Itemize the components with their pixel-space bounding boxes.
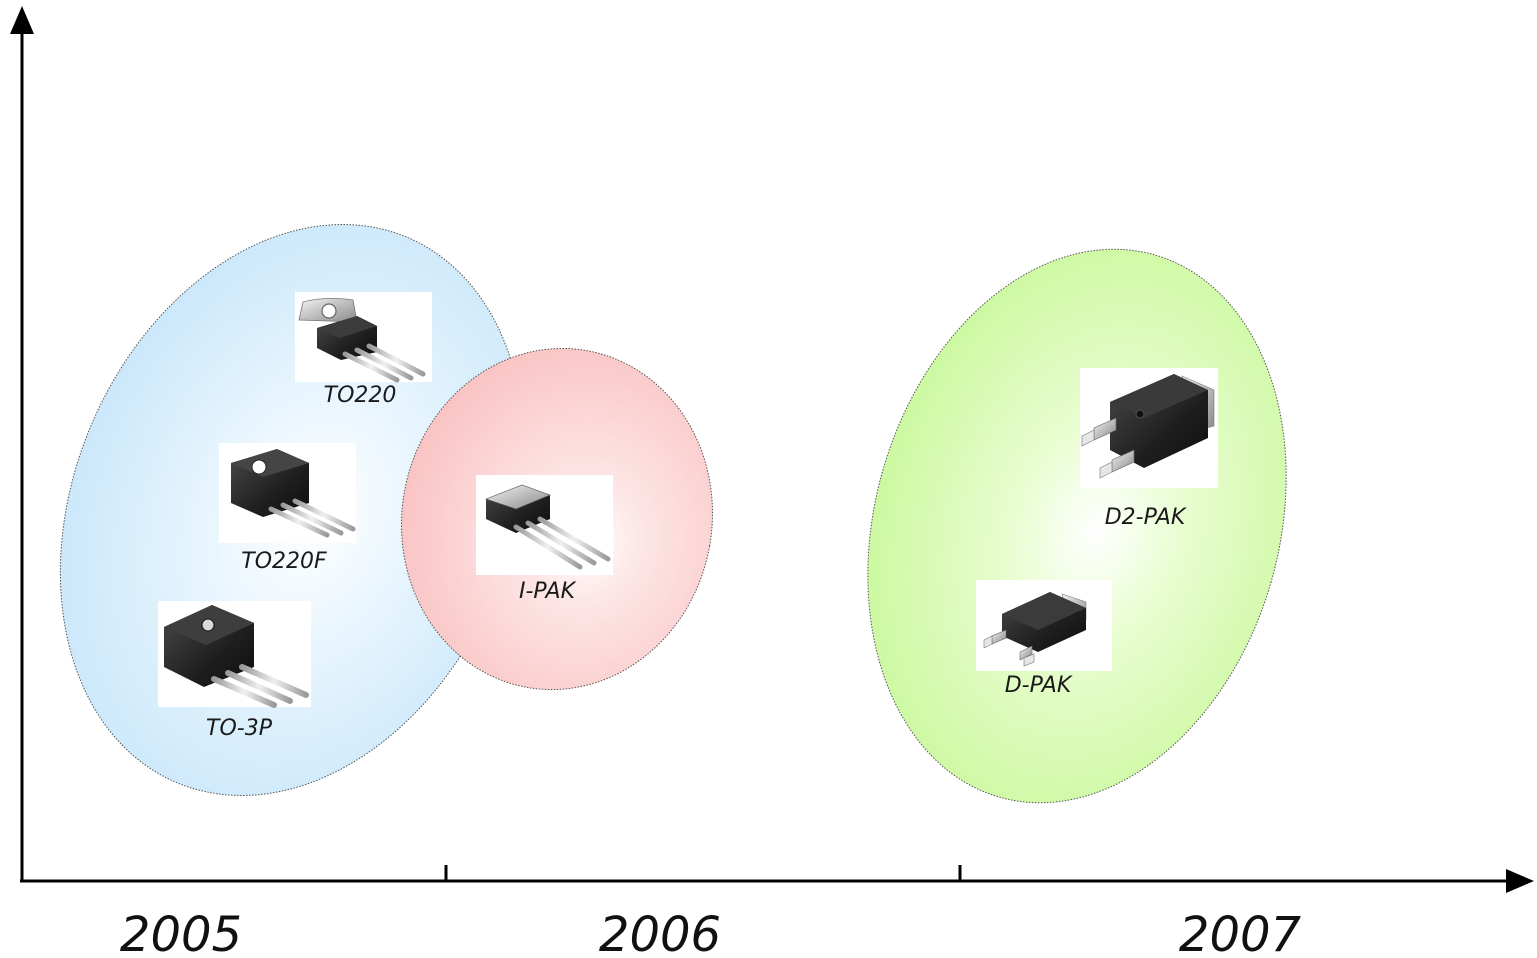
package-label-ipak: I-PAK: [519, 579, 577, 604]
package-label-to3p: TO-3P: [206, 716, 273, 741]
to220f-package-icon: [219, 443, 356, 543]
group-2007-ellipse: [867, 248, 1287, 804]
package-label-d2pak: D2-PAK: [1105, 505, 1187, 530]
to220-package-icon: [295, 292, 432, 383]
y-axis-arrowhead: [10, 6, 34, 34]
package-label-to220f: TO220F: [241, 549, 327, 574]
package-label-to220: TO220: [324, 383, 397, 408]
to3p-package-icon: [158, 601, 311, 708]
d2pak-package-icon: [1080, 368, 1218, 488]
year-label-2005: 2005: [120, 907, 242, 958]
package-label-dpak: D-PAK: [1005, 673, 1073, 698]
ipak-package-icon: [476, 475, 613, 575]
dpak-package-icon: [976, 580, 1112, 671]
x-axis-arrowhead: [1506, 869, 1534, 893]
year-label-2007: 2007: [1179, 907, 1302, 958]
year-label-2006: 2006: [599, 907, 721, 958]
